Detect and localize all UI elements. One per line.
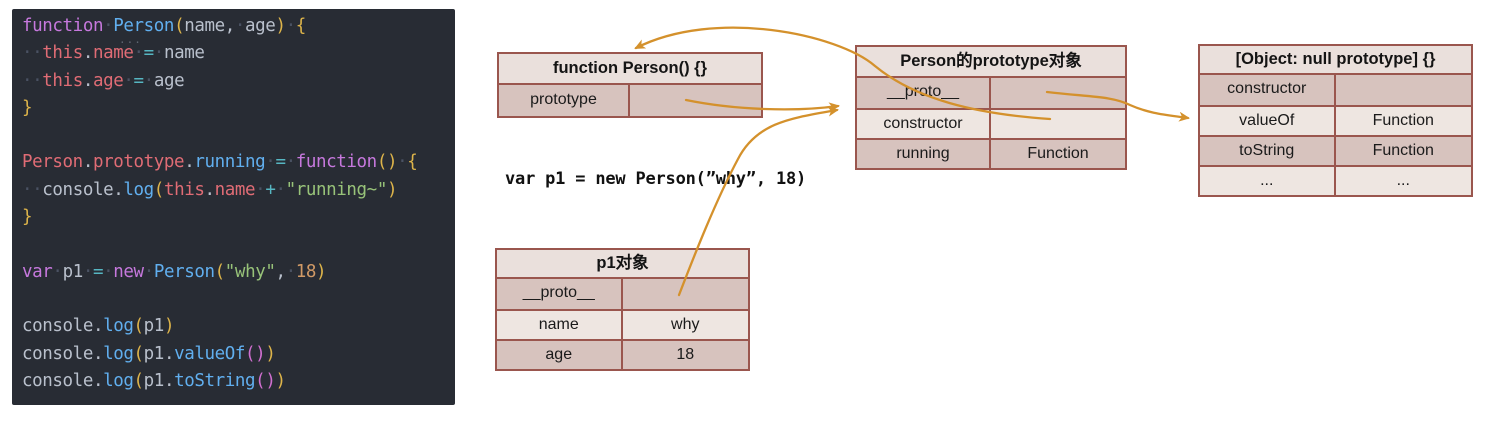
code-line: ··this.age·=·age [22, 70, 185, 91]
table-row: __proto__ [857, 78, 1125, 108]
code-line: console.log(p1) [22, 316, 175, 337]
table-object-null-prototype: [Object: null prototype] {} constructor … [1198, 44, 1473, 197]
table-row: prototype [499, 85, 761, 116]
code-line: function·Person(name,·age)·{ [22, 16, 306, 36]
row-label: prototype [499, 85, 630, 116]
table-p1-object: p1对象 __proto__ name why age 18 [495, 248, 750, 371]
table-person-prototype-title: Person的prototype对象 [857, 47, 1125, 78]
row-label: age [497, 341, 623, 369]
code-line [22, 122, 445, 149]
code-line: } [22, 207, 33, 228]
row-value: Function [1027, 145, 1089, 162]
row-label: running [857, 140, 991, 168]
row-label: ... [1200, 167, 1336, 195]
code-line: console.log(p1.toString()) [22, 370, 286, 391]
code-line [22, 286, 445, 313]
row-value: why [671, 316, 700, 333]
code-line [22, 231, 445, 258]
code-line: ··this.name·=·name [22, 43, 205, 64]
row-label: name [497, 311, 623, 339]
var-p1-annotation: var p1 = new Person(”why”, 18) [505, 169, 807, 189]
row-value [991, 110, 1125, 138]
code-line: ··console.log(this.name·+·"running~") [22, 179, 398, 200]
row-label: constructor [857, 110, 991, 138]
inlay-hint-dots: ··· [119, 36, 142, 49]
code-line: var·p1·=·new·Person("why",·18) [22, 261, 327, 282]
code-line: Person.prototype.running·=·function()·{ [22, 152, 418, 173]
table-person-prototype: Person的prototype对象 __proto__ constructor… [855, 45, 1127, 170]
row-label: constructor [1200, 75, 1336, 105]
table-row: __proto__ [497, 279, 748, 309]
table-row: age 18 [497, 339, 748, 369]
table-row: ... ... [1200, 165, 1471, 195]
row-value: ... [1396, 172, 1410, 189]
table-row: valueOf Function [1200, 105, 1471, 135]
row-value [623, 279, 749, 309]
table-row: constructor [1200, 75, 1471, 105]
row-value [630, 85, 761, 116]
table-object-null-prototype-title: [Object: null prototype] {} [1200, 46, 1471, 75]
row-label: toString [1200, 137, 1336, 165]
row-label: __proto__ [497, 279, 623, 309]
row-value [991, 78, 1125, 108]
code-line: console.log(p1.valueOf()) [22, 343, 276, 364]
row-value: Function [1372, 142, 1434, 159]
table-function-person: function Person() {} prototype [497, 52, 763, 118]
table-row: constructor [857, 108, 1125, 138]
table-row: name why [497, 309, 748, 339]
row-value: Function [1372, 112, 1434, 129]
row-label: __proto__ [857, 78, 991, 108]
row-value: 18 [676, 346, 695, 363]
table-function-person-title: function Person() {} [499, 54, 761, 85]
code-editor[interactable]: function·Person(name,·age)·{ ··this.name·… [12, 9, 455, 405]
table-row: running Function [857, 138, 1125, 168]
row-value [1336, 75, 1472, 105]
code-lines: function·Person(name,·age)·{ ··this.name·… [22, 13, 445, 395]
row-label: valueOf [1200, 107, 1336, 135]
table-row: toString Function [1200, 135, 1471, 165]
table-p1-object-title: p1对象 [497, 250, 748, 279]
code-line: } [22, 97, 33, 118]
